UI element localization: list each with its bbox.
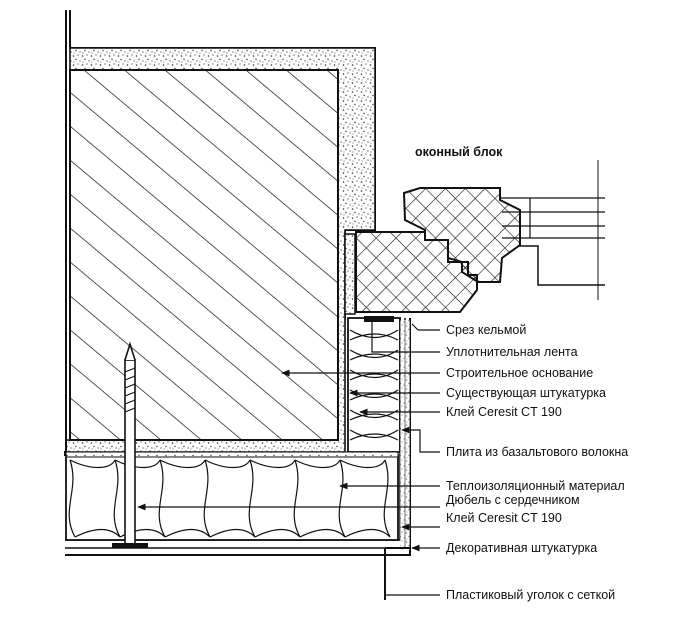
sealing-tape	[344, 233, 356, 315]
label-building-base: Строительное основание	[446, 366, 593, 380]
label-existing-plaster: Существующая штукатурка	[446, 386, 606, 400]
building-base-wall	[69, 69, 339, 441]
label-sealing-tape: Уплотнительная лента	[446, 345, 578, 359]
thermal-insulation	[65, 451, 399, 541]
plastic-corner-mesh	[384, 547, 410, 600]
basalt-fiber-board	[347, 316, 401, 453]
window-block-title: оконный блок	[415, 145, 503, 159]
leader-lines	[137, 322, 440, 596]
label-adhesive-1: Клей Ceresit CT 190	[446, 405, 562, 419]
label-thermal-insulation: Теплоизоляционный материал	[446, 479, 625, 493]
label-trowel-cut: Срез кельмой	[446, 323, 526, 337]
label-decorative-plaster: Декоративная штукатурка	[446, 541, 597, 555]
label-basalt-board: Плита из базальтового волокна	[446, 445, 628, 459]
label-dowel: Дюбель с сердечником	[446, 493, 580, 507]
window-frame	[355, 160, 605, 313]
label-adhesive-2: Клей Ceresit CT 190	[446, 511, 562, 525]
label-plastic-corner: Пластиковый уголок с сеткой	[446, 588, 615, 602]
dowel-with-core	[112, 341, 148, 548]
